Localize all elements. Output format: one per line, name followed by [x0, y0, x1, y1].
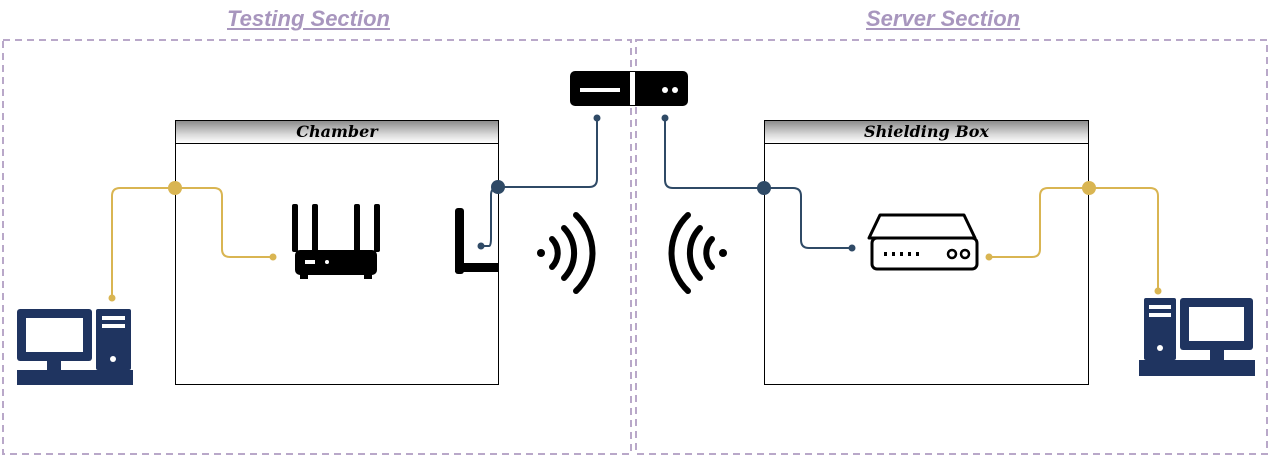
cable-computer-router	[111, 187, 272, 298]
computer-icon	[17, 309, 133, 385]
cable-endpoint	[661, 114, 669, 122]
server-section-border	[635, 39, 1268, 455]
cable-endpoint	[477, 242, 485, 250]
shielding-box-title: Shielding Box	[765, 121, 1088, 144]
server-section-title: Server Section	[866, 6, 1021, 31]
computer-icon	[1139, 298, 1255, 376]
modem-icon	[867, 213, 979, 271]
router-icon	[292, 204, 380, 279]
cable-endpoint	[985, 253, 993, 261]
cable-junction	[1082, 181, 1096, 195]
wifi-signal-icon	[537, 212, 596, 294]
cable-endpoint	[108, 294, 116, 302]
cable-junction	[168, 181, 182, 195]
server-icon	[570, 71, 688, 106]
cable-junction	[757, 181, 771, 195]
cable-modem-computer	[989, 187, 1159, 290]
cable-junction	[491, 180, 505, 194]
chamber-box: Chamber	[175, 120, 499, 385]
wifi-signal-icon	[668, 212, 727, 294]
testing-section-title: Testing Section	[227, 6, 390, 31]
chamber-title: Chamber	[176, 121, 498, 144]
cable-endpoint	[269, 253, 277, 261]
cable-endpoint	[1154, 287, 1162, 295]
testing-section-border	[2, 39, 632, 455]
cable-endpoint	[848, 244, 856, 252]
cable-endpoint	[593, 114, 601, 122]
cable-server-modem	[664, 118, 852, 249]
antenna-icon	[455, 208, 499, 274]
